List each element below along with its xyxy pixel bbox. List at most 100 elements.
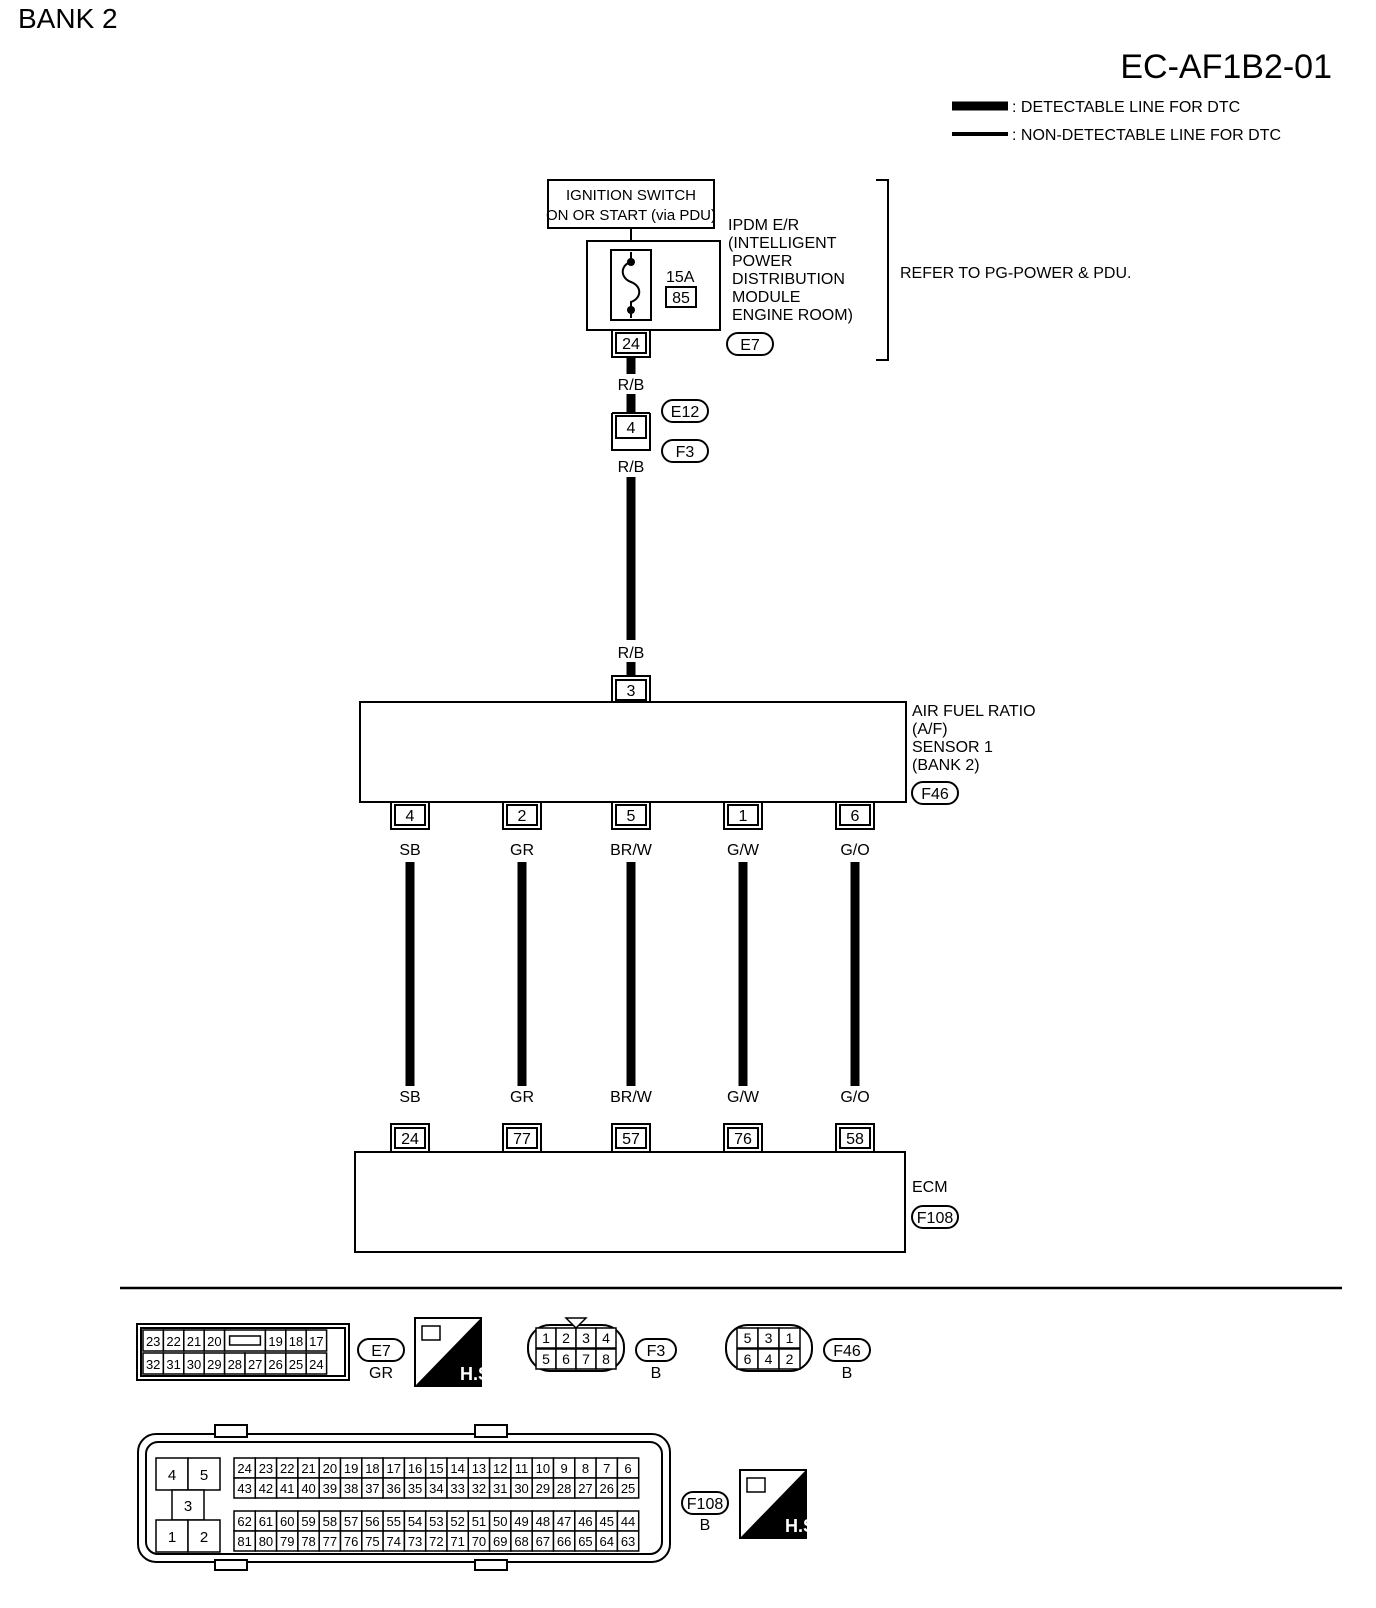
f108-pin: 39 xyxy=(323,1481,337,1496)
wire-color-rb-1: R/B xyxy=(618,377,645,394)
f3-pin: 1 xyxy=(542,1330,550,1346)
connector-e12-tag xyxy=(661,399,709,423)
f108-pin: 34 xyxy=(429,1481,443,1496)
f46-pin: 4 xyxy=(765,1351,773,1367)
e7-pin: 31 xyxy=(166,1357,180,1372)
f108-pin: 3 xyxy=(184,1498,192,1515)
f108-pin: 66 xyxy=(557,1534,571,1549)
f108-pin: 42 xyxy=(259,1481,273,1496)
f108-pin: 80 xyxy=(259,1534,273,1549)
wire-color-bottom: G/O xyxy=(840,1089,869,1106)
e7-pin: 24 xyxy=(309,1357,323,1372)
f46-pin: 3 xyxy=(765,1330,773,1346)
f108-pin: 25 xyxy=(621,1481,635,1496)
f108-pin: 24 xyxy=(237,1461,251,1476)
f108-pin: 47 xyxy=(557,1514,571,1529)
connector-f46-label: F46 xyxy=(921,786,949,803)
f108-pin: 33 xyxy=(450,1481,464,1496)
sensor-label-1: AIR FUEL RATIO xyxy=(912,703,1036,720)
f108-pin: 69 xyxy=(493,1534,507,1549)
f108-pin: 1 xyxy=(168,1529,176,1546)
f108-pin: 36 xyxy=(387,1481,401,1496)
connector-e7-label: E7 xyxy=(740,337,760,354)
ecm-pin-number: 24 xyxy=(401,1131,419,1148)
f108-pin: 26 xyxy=(600,1481,614,1496)
f108-pin: 70 xyxy=(472,1534,486,1549)
f108-pin: 11 xyxy=(515,1461,529,1476)
f108-pin: 7 xyxy=(603,1461,610,1476)
e7-pin: 26 xyxy=(268,1357,282,1372)
e7-pin: 30 xyxy=(187,1357,201,1372)
signal-wire-2: 5BR/WBR/W57AF-VM2 xyxy=(602,802,660,1172)
f108-pin: 60 xyxy=(280,1514,294,1529)
sensor-pin-number: 5 xyxy=(627,808,636,825)
f108-pin: 62 xyxy=(237,1514,251,1529)
fuse-number: 85 xyxy=(672,290,690,307)
sensor-top-terminal-number: 3 xyxy=(627,683,636,700)
ipdm-terminal-number: 24 xyxy=(622,336,640,353)
ecm-pin-number: 58 xyxy=(846,1131,864,1148)
ecm-label: ECM xyxy=(912,1179,948,1196)
f108-pin: 2 xyxy=(200,1529,208,1546)
ignition-line2: ON OR START (via PDU) xyxy=(546,207,716,224)
ipdm-label-5: MODULE xyxy=(732,289,800,306)
f108-pin: 20 xyxy=(323,1461,337,1476)
connector-e12-label: E12 xyxy=(671,404,700,421)
e7-pin: 27 xyxy=(248,1357,262,1372)
f108-pin: 9 xyxy=(561,1461,568,1476)
f108-pin: 58 xyxy=(323,1514,337,1529)
f3-pin: 8 xyxy=(602,1351,610,1367)
f108-pin: 68 xyxy=(514,1534,528,1549)
sensor-pin-number: 2 xyxy=(518,808,527,825)
wire-color-bottom: G/W xyxy=(727,1089,760,1106)
f3-face-id: F3 xyxy=(647,1343,666,1360)
e7-pin: 19 xyxy=(268,1334,282,1349)
f108-pin: 59 xyxy=(301,1514,315,1529)
signal-wires: 4SBSB24AF-H22GRGR77A/F-IA25BR/WBR/W57AF-… xyxy=(387,802,882,1172)
e7-pin: 32 xyxy=(146,1357,160,1372)
ipdm-label-4: DISTRIBUTION xyxy=(732,271,845,288)
f108-pin: 52 xyxy=(450,1514,464,1529)
ecm-box xyxy=(354,1151,906,1253)
wire-color-bottom: BR/W xyxy=(610,1089,653,1106)
f108-pin: 50 xyxy=(493,1514,507,1529)
f108-pin: 53 xyxy=(429,1514,443,1529)
connector-e7-tag xyxy=(726,332,774,356)
hs-label-1: H.S. xyxy=(460,1364,495,1384)
f108-pin: 32 xyxy=(472,1481,486,1496)
f108-pin: 17 xyxy=(387,1461,401,1476)
f108-pin: 13 xyxy=(472,1461,486,1476)
f108-pin: 28 xyxy=(557,1481,571,1496)
f108-pin: 81 xyxy=(237,1534,251,1549)
f108-pin: 5 xyxy=(200,1467,208,1484)
f108-pin: 72 xyxy=(429,1534,443,1549)
ecm-pin-number: 76 xyxy=(734,1131,752,1148)
wire-color-top: GR xyxy=(510,842,534,859)
ipdm-label-6: ENGINE ROOM) xyxy=(732,307,853,324)
e7-pin: 18 xyxy=(289,1334,303,1349)
f3-pin: 4 xyxy=(602,1330,610,1346)
ipdm-label-1: IPDM E/R xyxy=(728,217,799,234)
fuse-terminal-top xyxy=(627,258,635,266)
e7-face-tag xyxy=(357,1338,405,1362)
f108-pin: 57 xyxy=(344,1514,358,1529)
f108-pin: 79 xyxy=(280,1534,294,1549)
sensor-top-terminal: 3 xyxy=(611,675,651,702)
signal-wire-0: 4SBSB24AF-H2 xyxy=(387,802,433,1172)
sensor-label-3: SENSOR 1 xyxy=(912,739,993,756)
f108-pin: 31 xyxy=(493,1481,507,1496)
f108-pin: 46 xyxy=(578,1514,592,1529)
f108-pin: 54 xyxy=(408,1514,422,1529)
ignition-switch: IGNITION SWITCH ON OR START (via PDU) xyxy=(546,179,716,229)
f108-pin: 15 xyxy=(429,1461,443,1476)
e7-pin: 25 xyxy=(289,1357,303,1372)
f108-pin: 30 xyxy=(514,1481,528,1496)
e7-pin: 20 xyxy=(207,1334,221,1349)
f108-pin: 40 xyxy=(301,1481,315,1496)
ipdm-label-2: (INTELLIGENT xyxy=(728,235,837,252)
f108-pin: 63 xyxy=(621,1534,635,1549)
sensor-pin-number: 6 xyxy=(851,808,860,825)
connector-f108-label: F108 xyxy=(917,1210,954,1227)
